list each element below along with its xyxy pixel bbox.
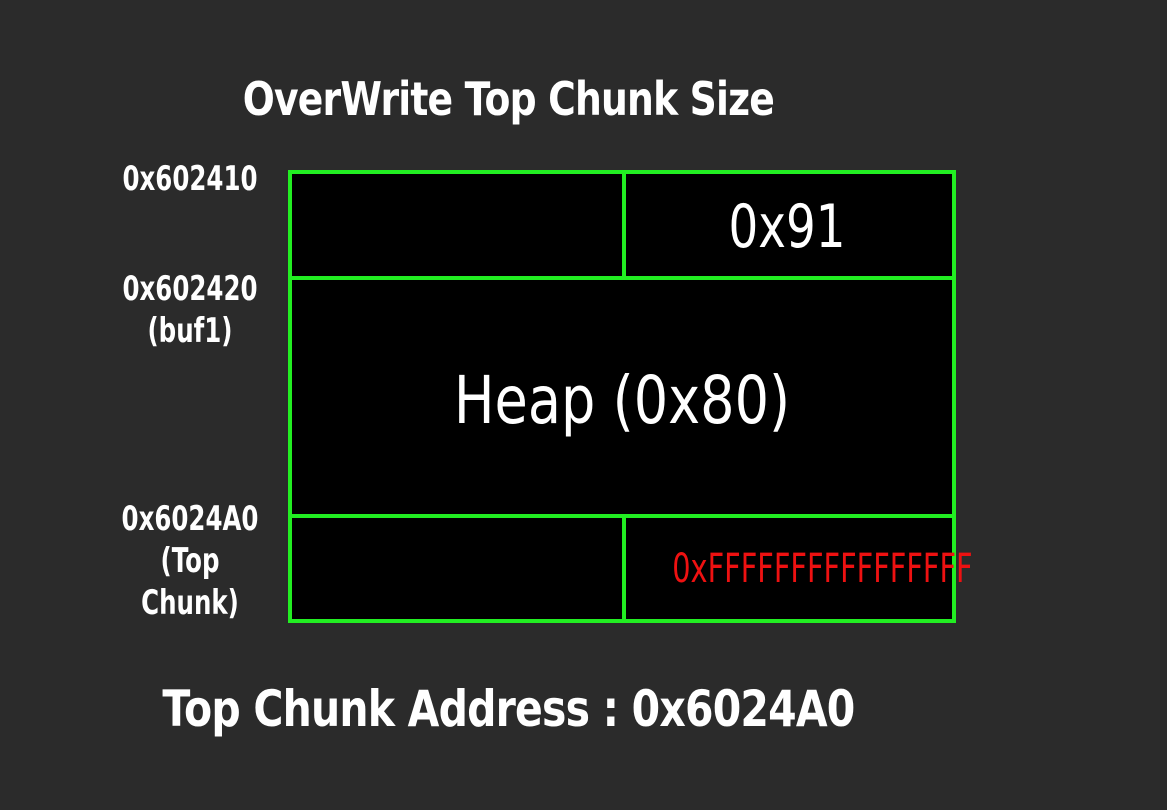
address-note-top-chunk: (Top Chunk) xyxy=(141,541,239,623)
address-label-602410: 0x602410 xyxy=(111,158,269,200)
address-note-buf1: (buf1) xyxy=(147,311,233,351)
column-divider xyxy=(622,516,626,623)
address-text: 0x602410 xyxy=(122,159,258,199)
column-divider xyxy=(622,174,626,278)
address-text: 0x602420 xyxy=(122,269,258,309)
address-label-6024a0: 0x6024A0 (Top Chunk) xyxy=(111,498,269,624)
top-chunk-size-field: 0xFFFFFFFFFFFFFFFF xyxy=(672,546,973,592)
diagram-title: OverWrite Top Chunk Size xyxy=(242,72,775,126)
row-divider xyxy=(292,276,952,280)
heap-chunk-diagram: 0x91 Heap (0x80) 0xFFFFFFFFFFFFFFFF xyxy=(288,170,973,623)
top-chunk-address-caption: Top Chunk Address : 0x6024A0 xyxy=(162,680,855,738)
address-label-602420: 0x602420 (buf1) xyxy=(111,268,269,352)
address-text: 0x6024A0 xyxy=(121,499,259,539)
chunk-size-field: 0x91 xyxy=(728,192,846,262)
heap-data-region: Heap (0x80) xyxy=(453,362,791,439)
